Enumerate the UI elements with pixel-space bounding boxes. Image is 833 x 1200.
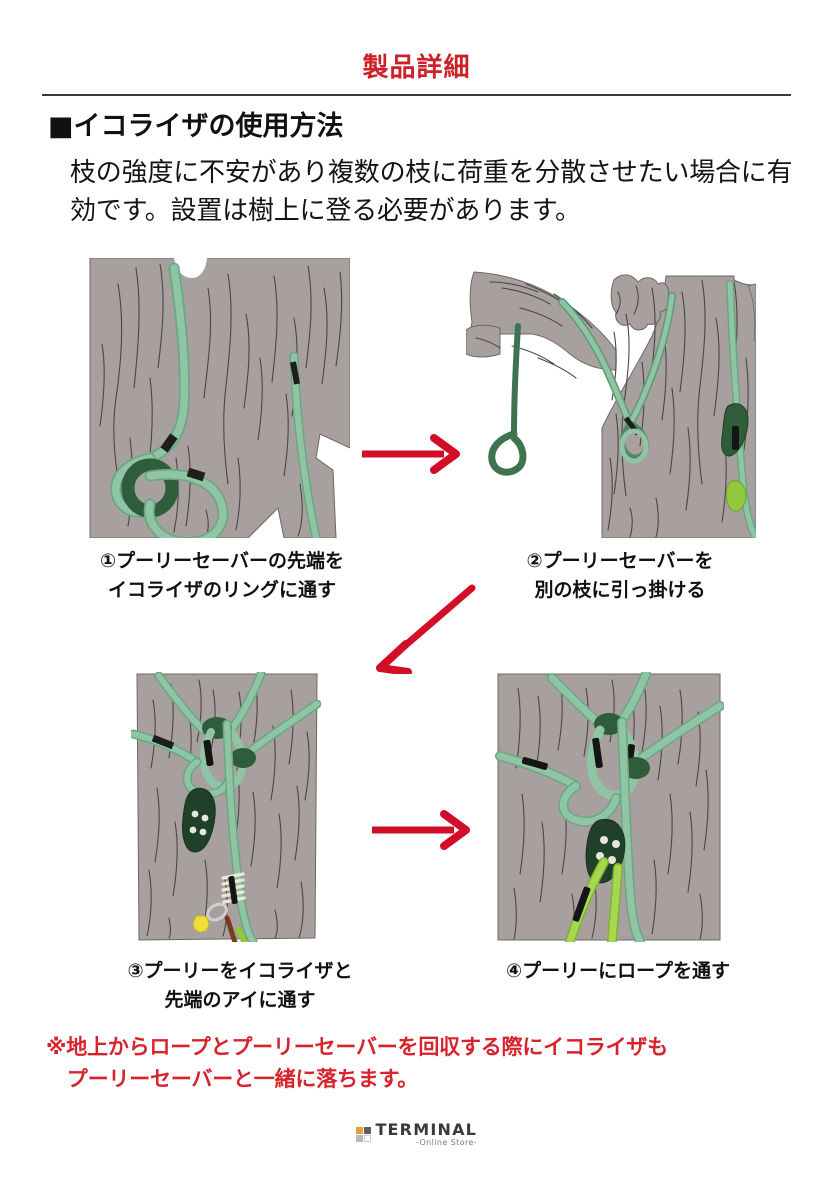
logo-square-dark <box>364 1126 372 1134</box>
illustration-step-3 <box>131 672 321 942</box>
caption-step-1: ①プーリーセーバーの先端を イコライザのリングに通す <box>100 550 344 601</box>
caption-step-2: ②プーリーセーバーを 別の枝に引っ掛ける <box>526 550 714 601</box>
caption-step-3: ③プーリーをイコライザと 先端のアイに通す <box>127 960 353 1011</box>
footnote-warning: ※地上からロープとプーリーセーバーを回収する際にイコライザも プーリーセーバーと… <box>46 1035 668 1091</box>
section-body-text: 枝の強度に不安があり複数の枝に荷重を分散させたい場合に有効です。設置は樹上に登る… <box>70 158 793 226</box>
arrow-step1-to-step2 <box>360 432 470 476</box>
logo-tagline: -Online Store- <box>415 1138 478 1147</box>
title-divider <box>42 94 791 96</box>
terminal-logo-mark-icon <box>355 1126 372 1143</box>
logo-square-white <box>364 1135 372 1143</box>
illustration-step-2 <box>466 258 756 538</box>
section-heading: ■イコライザの使用方法 <box>48 110 344 144</box>
footer-logo: TERMINAL -Online Store- <box>0 1122 833 1147</box>
illustration-step-1 <box>88 258 350 538</box>
page-title: 製品詳細 <box>362 53 471 83</box>
illustration-step-4 <box>494 672 724 942</box>
caption-step-4: ④プーリーにロープを通す <box>506 960 730 982</box>
logo-square-gray <box>355 1135 363 1143</box>
logo-square-orange <box>355 1126 363 1134</box>
logo-brand-name: TERMINAL <box>375 1120 478 1139</box>
section-heading-label: イコライザの使用方法 <box>73 111 344 142</box>
arrow-step3-to-step4 <box>370 808 480 852</box>
arrow-step2-to-step3 <box>362 582 482 676</box>
section-bullet-icon: ■ <box>48 111 74 142</box>
